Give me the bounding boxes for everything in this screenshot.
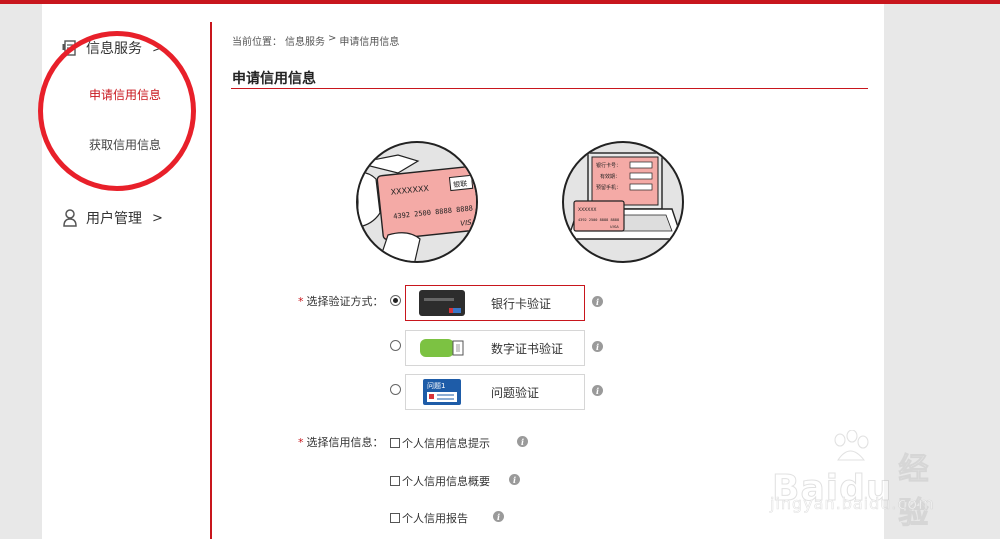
sidebar: 信息服务 > 申请信用信息 获取信用信息 用户管理 > bbox=[38, 4, 212, 539]
info-icon[interactable]: i bbox=[592, 385, 603, 396]
sidebar-item-apply-credit[interactable]: 申请信用信息 bbox=[89, 88, 162, 102]
breadcrumb-separator: > bbox=[328, 33, 337, 44]
unionpay-logo: 银联 bbox=[453, 179, 468, 189]
card-name-text: XXXXXXX bbox=[390, 184, 430, 197]
sidebar-group-label: 信息服务 bbox=[86, 41, 142, 57]
verify-method-label-text: 选择验证方式： bbox=[306, 295, 384, 308]
radio-digital-cert[interactable] bbox=[390, 340, 401, 351]
breadcrumb-prefix: 当前位置： bbox=[232, 37, 282, 48]
sidebar-divider bbox=[210, 22, 212, 539]
user-icon bbox=[63, 209, 77, 227]
breadcrumb-link-info-service[interactable]: 信息服务 bbox=[285, 37, 325, 48]
sidebar-group-info-service[interactable]: 信息服务 > bbox=[62, 38, 163, 58]
form-field-phone: 预留手机： bbox=[596, 184, 621, 191]
option-digital-cert[interactable]: 数字证书验证 bbox=[405, 330, 585, 366]
option-label: 银行卡验证 bbox=[491, 296, 552, 311]
info-icon[interactable]: i bbox=[493, 511, 504, 522]
credit-info-label: *选择信用信息： bbox=[298, 434, 384, 450]
radio-question[interactable] bbox=[390, 384, 401, 395]
chevron-right-icon: > bbox=[152, 40, 163, 56]
mini-card-name: XXXXXX bbox=[578, 207, 597, 213]
info-icon[interactable]: i bbox=[509, 474, 520, 485]
visa-logo: VISA bbox=[460, 218, 477, 228]
checkbox-box[interactable] bbox=[390, 476, 400, 486]
checkbox-credit-summary[interactable]: 个人信用信息概要 bbox=[390, 473, 490, 489]
breadcrumb-current: 申请信用信息 bbox=[339, 37, 400, 48]
radio-bank-card[interactable] bbox=[390, 295, 401, 306]
title-underline bbox=[231, 88, 868, 89]
top-accent-bar bbox=[0, 0, 1000, 4]
question-card-icon: 问题1 bbox=[419, 379, 465, 405]
sidebar-item-get-credit[interactable]: 获取信用信息 bbox=[89, 138, 162, 152]
watermark-url: jingyan.baidu.com bbox=[770, 494, 935, 514]
sidebar-group-label: 用户管理 bbox=[86, 211, 142, 227]
chevron-right-icon: > bbox=[152, 210, 163, 226]
watermark-suffix: 经验 bbox=[898, 452, 930, 532]
mini-visa-logo: VISA bbox=[610, 224, 619, 229]
checkbox-label: 个人信用信息概要 bbox=[402, 475, 490, 488]
checkbox-label: 个人信用信息提示 bbox=[402, 437, 490, 450]
page-title: 申请信用信息 bbox=[232, 71, 316, 87]
checkbox-label: 个人信用报告 bbox=[402, 512, 468, 525]
question-card-text: 问题1 bbox=[427, 382, 445, 390]
document-icon bbox=[62, 40, 76, 56]
credit-info-label-text: 选择信用信息： bbox=[306, 436, 384, 449]
verify-method-label: *选择验证方式： bbox=[298, 293, 384, 309]
watermark-brand-part1: Bai bbox=[771, 467, 840, 509]
bank-card-icon bbox=[419, 290, 465, 316]
info-icon[interactable]: i bbox=[592, 341, 603, 352]
paw-icon bbox=[834, 430, 869, 461]
checkbox-credit-tip[interactable]: 个人信用信息提示 bbox=[390, 435, 490, 451]
breadcrumb: 当前位置： 信息服务 > 申请信用信息 bbox=[232, 33, 399, 48]
mini-card-number: 4392 2500 8888 8888 bbox=[578, 218, 619, 222]
watermark-brand-part2: du bbox=[839, 467, 893, 509]
card-holding-illustration: XXXXXXX 银联 4392 2500 8888 8888 VISA bbox=[356, 141, 478, 263]
form-field-expiry: 有效期： bbox=[600, 173, 620, 180]
option-bank-card[interactable]: 银行卡验证 bbox=[405, 285, 585, 321]
info-icon[interactable]: i bbox=[592, 296, 603, 307]
info-icon[interactable]: i bbox=[517, 436, 528, 447]
option-label: 数字证书验证 bbox=[491, 341, 564, 356]
page-container: 信息服务 > 申请信用信息 获取信用信息 用户管理 > 当前位置： 信息服务 >… bbox=[38, 4, 884, 539]
checkbox-box[interactable] bbox=[390, 438, 400, 448]
checkbox-credit-report[interactable]: 个人信用报告 bbox=[390, 510, 468, 526]
form-field-card-number: 银行卡号： bbox=[596, 162, 621, 169]
option-label: 问题验证 bbox=[491, 385, 540, 400]
usb-key-icon bbox=[419, 335, 465, 361]
checkbox-box[interactable] bbox=[390, 513, 400, 523]
required-mark: * bbox=[298, 436, 304, 449]
required-mark: * bbox=[298, 295, 304, 308]
laptop-card-illustration: 银行卡号： 有效期： 预留手机： XXXXXX 4392 2500 8888 8… bbox=[562, 141, 684, 263]
sidebar-group-user-management[interactable]: 用户管理 > bbox=[62, 208, 163, 228]
option-question[interactable]: 问题1 问题验证 bbox=[405, 374, 585, 410]
